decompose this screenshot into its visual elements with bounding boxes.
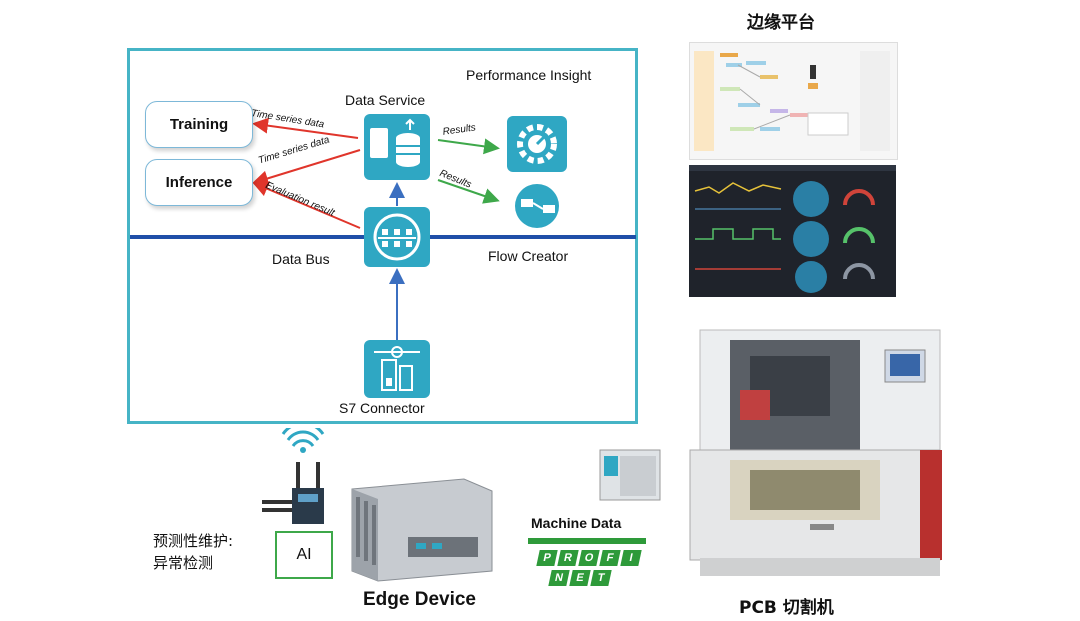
inference-label: Inference bbox=[165, 174, 233, 191]
maintenance-line-2: 异常检测 bbox=[153, 554, 214, 572]
profinet-letter: R bbox=[557, 550, 579, 566]
ai-label: AI bbox=[296, 546, 312, 563]
data-service-icon bbox=[364, 114, 430, 180]
controller-module bbox=[599, 449, 661, 501]
profinet-letter: N bbox=[548, 570, 570, 586]
machine-data-bar bbox=[528, 538, 646, 544]
arrow-ts-inference bbox=[252, 149, 361, 187]
pcb-cutter-machine bbox=[689, 329, 942, 576]
maintenance-line-1: 预测性维护: bbox=[153, 532, 234, 550]
arrow-evaluation bbox=[252, 181, 361, 229]
data-bus-label: Data Bus bbox=[272, 251, 330, 267]
training-node: Training bbox=[145, 101, 253, 148]
profinet-logo: P R O F I N E T ® bbox=[536, 550, 644, 592]
edge-device-label: Edge Device bbox=[363, 589, 476, 610]
performance-gauge-icon bbox=[507, 116, 567, 172]
edge-platform-title: 边缘平台 bbox=[747, 13, 815, 33]
data-bus-hub-icon bbox=[364, 207, 430, 267]
arrow-ts-training bbox=[252, 117, 359, 139]
ai-box: AI bbox=[275, 531, 333, 579]
profinet-trademark: ® bbox=[634, 550, 641, 560]
flow-editor-screenshot bbox=[689, 42, 898, 160]
architecture-frame bbox=[127, 48, 638, 424]
edge-device-hardware bbox=[351, 478, 493, 582]
arrow-results-2 bbox=[437, 179, 500, 204]
machine-data-label: Machine Data bbox=[531, 515, 622, 531]
inference-node: Inference bbox=[145, 159, 253, 206]
arrow-results-1 bbox=[437, 138, 500, 155]
pcb-cutter-label: PCB 切割机 bbox=[739, 598, 834, 618]
data-service-title: Data Service bbox=[345, 92, 426, 108]
performance-insight-title: Performance Insight bbox=[466, 67, 592, 83]
profinet-letter: P bbox=[536, 550, 558, 566]
s7-connector-icon bbox=[364, 340, 430, 398]
profinet-letter: T bbox=[590, 570, 612, 586]
s7-connector-label: S7 Connector bbox=[339, 400, 425, 416]
flow-creator-label: Flow Creator bbox=[488, 248, 569, 264]
profinet-letter: E bbox=[569, 570, 591, 586]
training-label: Training bbox=[169, 116, 229, 133]
dashboard-screenshot bbox=[689, 165, 896, 297]
wireless-gateway bbox=[262, 428, 325, 524]
profinet-letter: F bbox=[599, 550, 621, 566]
flow-creator-icon bbox=[507, 181, 567, 231]
profinet-letter: O bbox=[578, 550, 600, 566]
